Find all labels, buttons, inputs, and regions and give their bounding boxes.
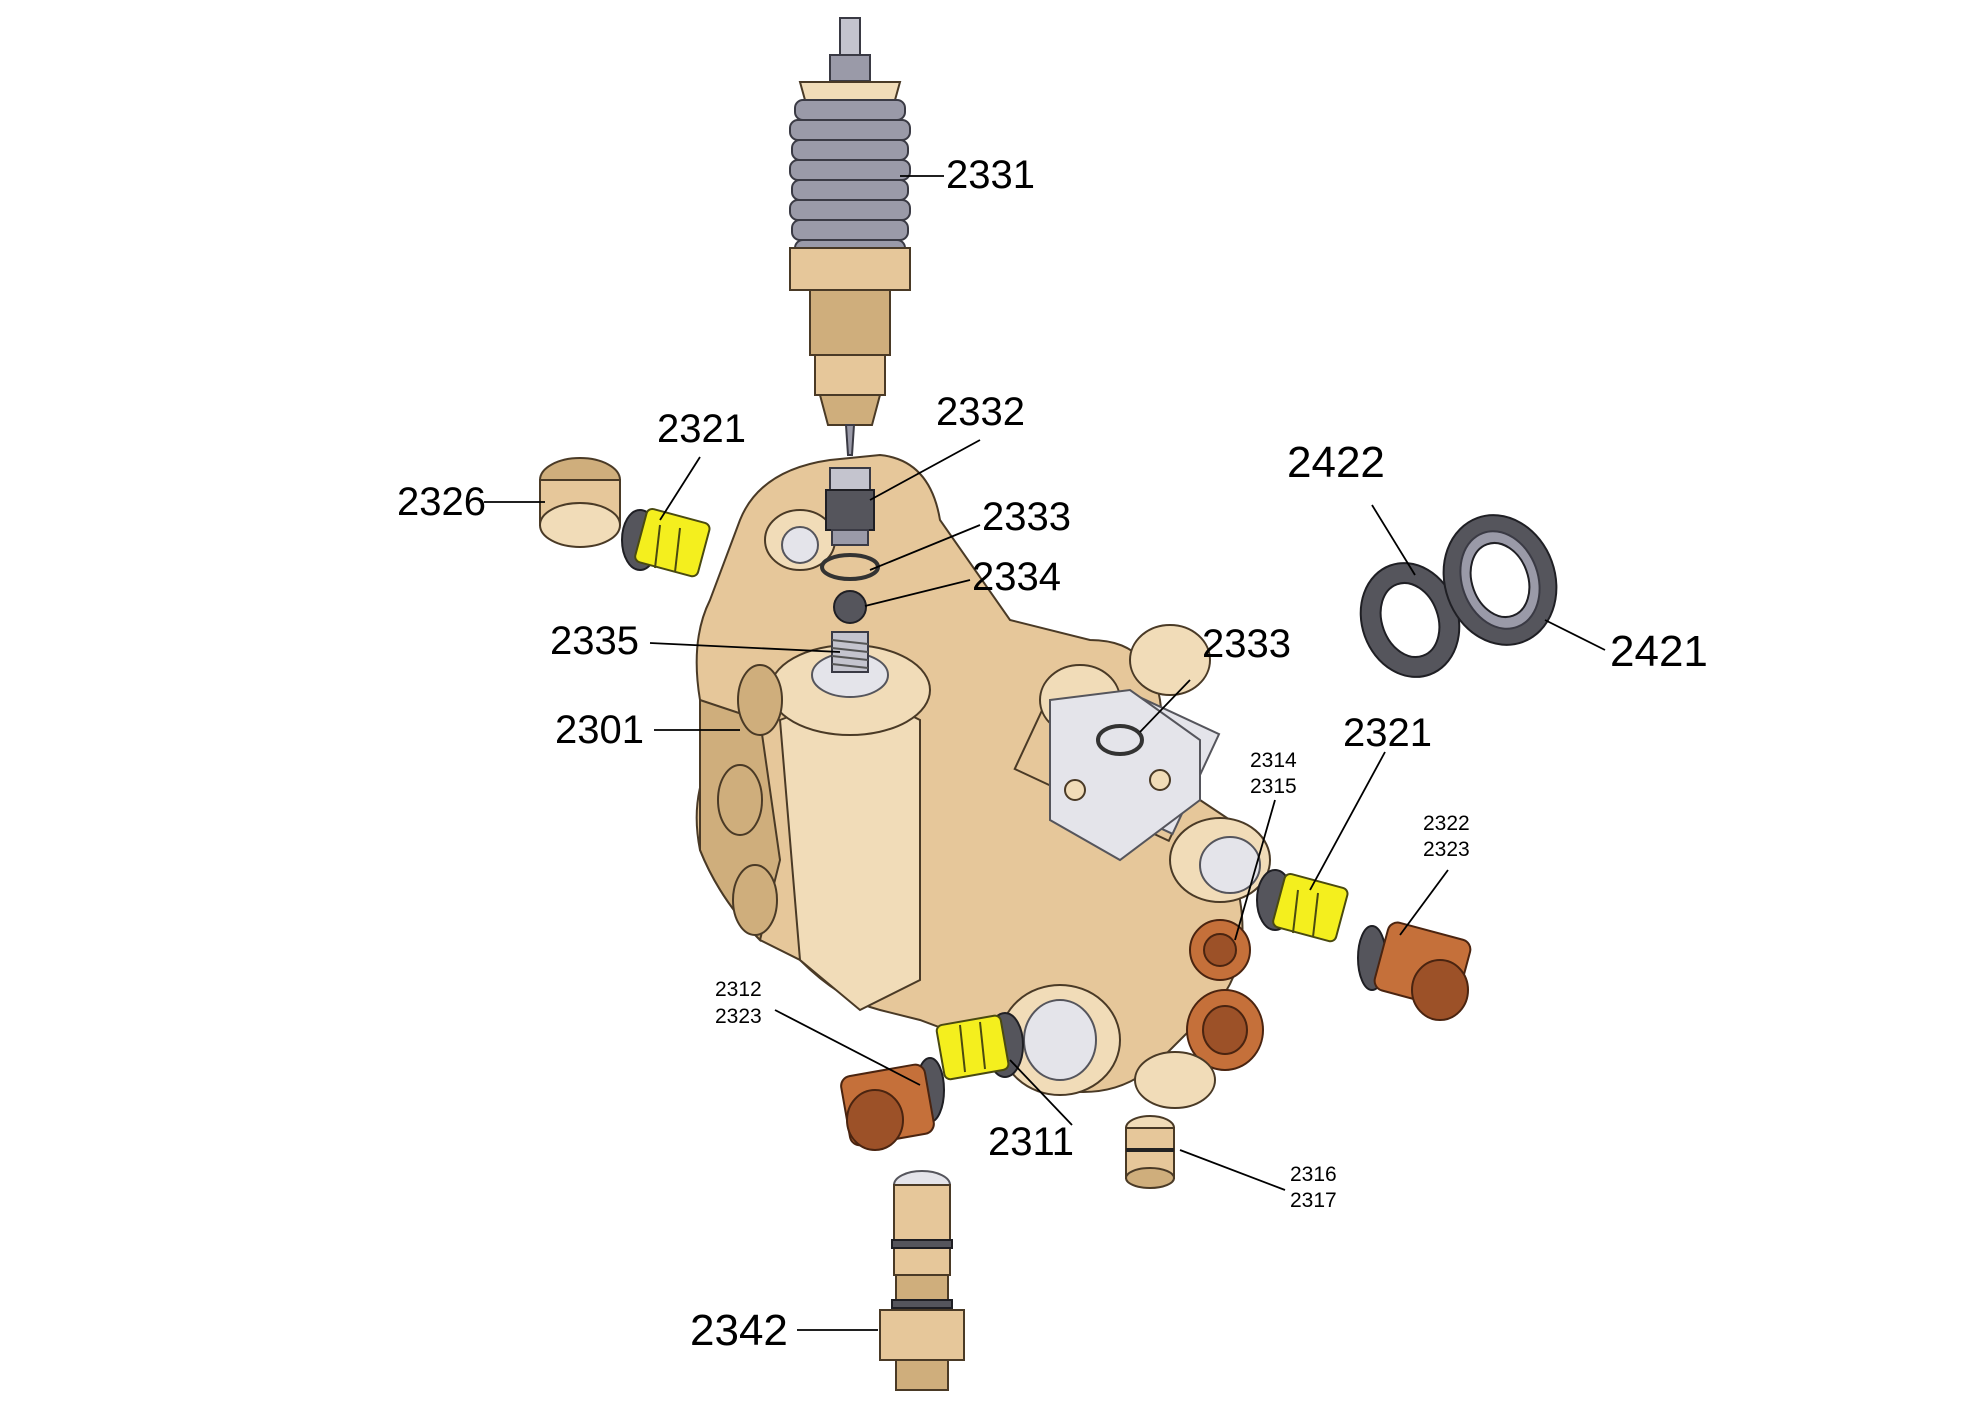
- label-2317: 2317: [1290, 1189, 1337, 1212]
- label-2316: 2316: [1290, 1163, 1337, 1186]
- o-ring-part: [1096, 724, 1144, 756]
- label-2333-top: 2333: [982, 495, 1071, 539]
- unloader-valve-part: [789, 17, 911, 456]
- label-2335: 2335: [550, 619, 639, 663]
- valve-stem-part: [825, 467, 875, 546]
- valve-cage-part: [621, 507, 711, 578]
- label-2323-left: 2323: [715, 1005, 762, 1028]
- label-2334: 2334: [972, 555, 1061, 599]
- label-2421: 2421: [1610, 627, 1708, 676]
- label-2333-right: 2333: [1202, 622, 1291, 666]
- label-2321-right: 2321: [1343, 711, 1432, 755]
- label-2321-left: 2321: [657, 407, 746, 451]
- valve-ball-part: [833, 590, 867, 624]
- label-2311: 2311: [988, 1120, 1074, 1164]
- copper-plug-part: [840, 1057, 945, 1151]
- valve-cage-part: [935, 1012, 1024, 1081]
- small-plug-part: [1125, 1115, 1175, 1189]
- plug-part: [539, 457, 621, 548]
- label-2331: 2331: [946, 153, 1035, 197]
- label-2342: 2342: [690, 1306, 788, 1355]
- fitting-part: [879, 1170, 965, 1391]
- seal-ring-part: [1442, 514, 1558, 646]
- label-2326: 2326: [397, 480, 486, 524]
- label-2422: 2422: [1287, 438, 1385, 487]
- label-2315: 2315: [1250, 775, 1297, 798]
- label-2322: 2322: [1423, 812, 1470, 835]
- label-2332: 2332: [936, 390, 1025, 434]
- label-2323-right: 2323: [1423, 838, 1470, 861]
- valve-cage-part: [1256, 869, 1349, 943]
- copper-plug-part: [1357, 921, 1472, 1021]
- label-2314: 2314: [1250, 749, 1297, 772]
- label-2312: 2312: [715, 978, 762, 1001]
- flange-plate-part: [1049, 688, 1201, 862]
- label-2301: 2301: [555, 708, 644, 752]
